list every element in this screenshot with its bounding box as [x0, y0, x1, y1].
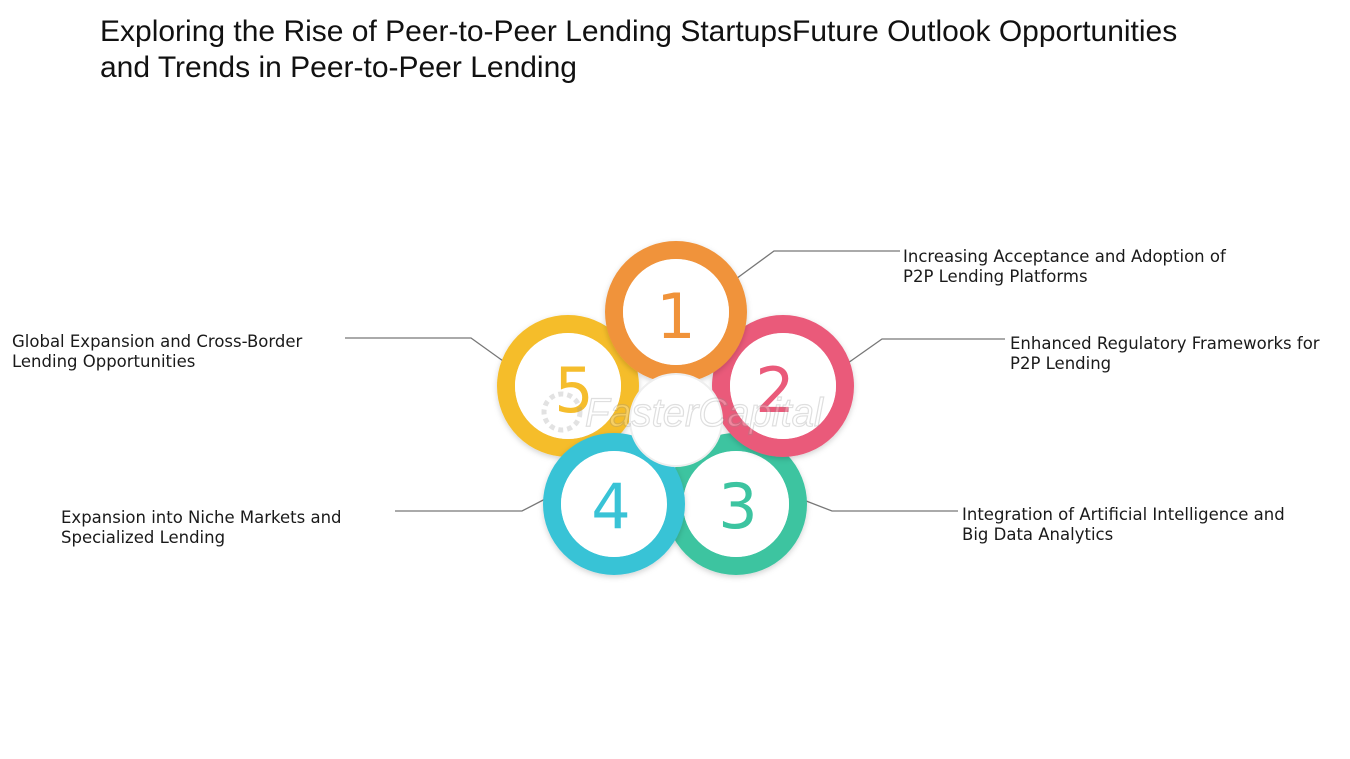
- step-number-5: 5: [554, 354, 593, 427]
- page-title: Exploring the Rise of Peer-to-Peer Lendi…: [100, 14, 1260, 86]
- step-number-3: 3: [718, 470, 757, 543]
- connector-line-3: [800, 498, 958, 512]
- watermark-text: FasterCapital: [585, 391, 824, 435]
- label-item-3: Integration of Artificial Intelligence a…: [962, 505, 1285, 545]
- label-item-2: Enhanced Regulatory Frameworks for P2P L…: [1010, 334, 1320, 374]
- ring-2: [712, 315, 854, 457]
- step-number-1: 1: [656, 280, 695, 353]
- label-item-5-line-2: Lending Opportunities: [12, 352, 196, 371]
- label-item-1: Increasing Acceptance and Adoption of P2…: [903, 247, 1226, 287]
- label-item-5-line-1: Global Expansion and Cross-Border: [12, 332, 303, 351]
- label-item-4: Expansion into Niche Markets and Special…: [61, 508, 342, 548]
- label-item-2-line-2: P2P Lending: [1010, 354, 1112, 373]
- title-line-2: and Trends in Peer-to-Peer Lending: [100, 51, 577, 84]
- ring-4: [543, 433, 685, 575]
- step-number-2: 2: [755, 354, 794, 427]
- connector-line-2: [837, 338, 1005, 371]
- step-number-4: 4: [591, 470, 630, 543]
- label-item-4-line-2: Specialized Lending: [61, 528, 226, 547]
- label-item-4-line-1: Expansion into Niche Markets and: [61, 508, 342, 527]
- ring-5: [497, 315, 639, 457]
- gear-icon: [541, 391, 583, 433]
- center-circle: [629, 373, 723, 467]
- connector-line-1: [728, 250, 900, 285]
- label-item-2-line-1: Enhanced Regulatory Frameworks for: [1010, 334, 1320, 353]
- title-line-1: Exploring the Rise of Peer-to-Peer Lendi…: [100, 15, 1178, 48]
- connector-line-4: [395, 495, 552, 512]
- label-item-3-line-1: Integration of Artificial Intelligence a…: [962, 505, 1285, 524]
- label-item-3-line-2: Big Data Analytics: [962, 525, 1114, 544]
- label-item-1-line-2: P2P Lending Platforms: [903, 267, 1088, 286]
- watermark: FasterCapital: [541, 390, 825, 436]
- label-item-5: Global Expansion and Cross-Border Lendin…: [12, 332, 302, 372]
- connector-line-5: [345, 337, 518, 372]
- label-item-1-line-1: Increasing Acceptance and Adoption of: [903, 247, 1226, 266]
